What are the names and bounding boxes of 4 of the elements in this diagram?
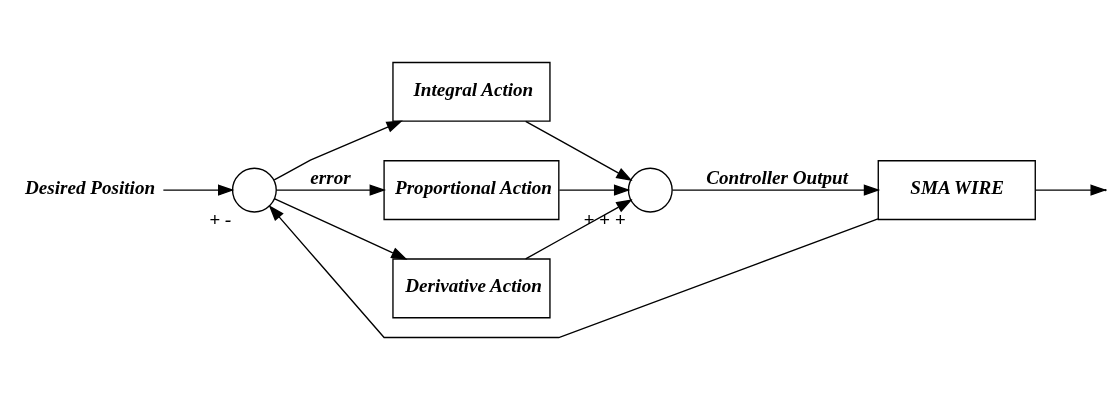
edge-label: error — [310, 166, 351, 188]
node-text: Desired Position — [25, 176, 156, 198]
node-label: + - — [209, 208, 232, 230]
edge-label: Controller Output — [706, 166, 849, 188]
